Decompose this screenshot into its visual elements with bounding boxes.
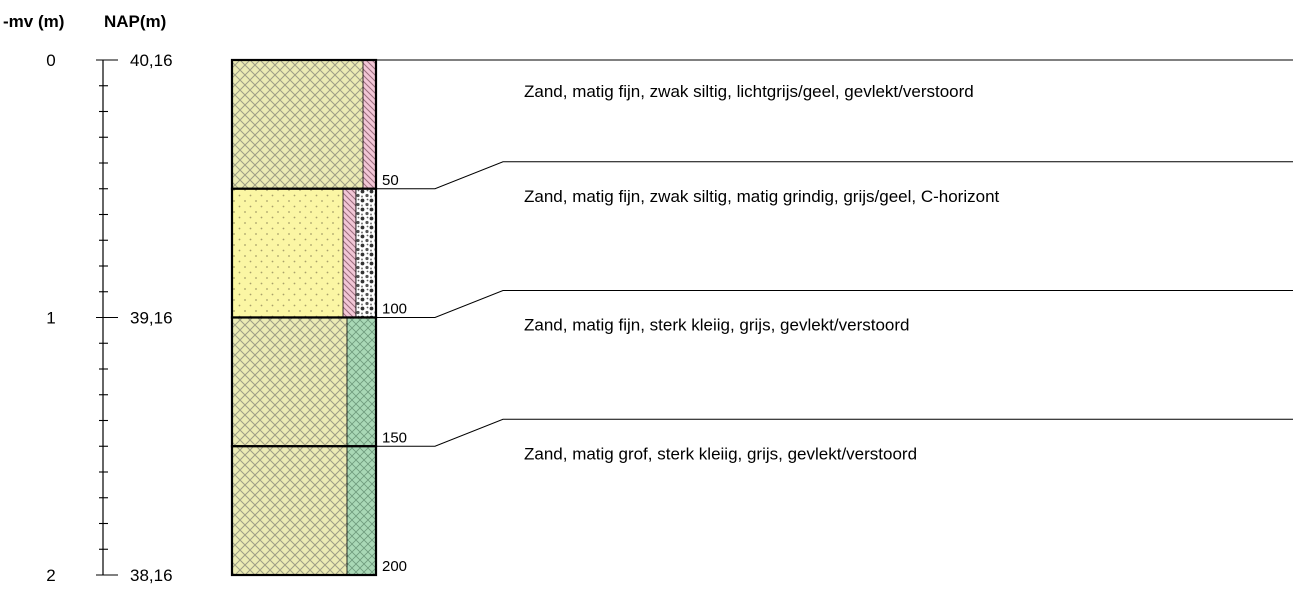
layer-bottom-depth-label: 50 (382, 172, 399, 189)
layer-border (230, 445, 378, 577)
layer-main-fill (232, 317, 347, 447)
mv-tick-label: 2 (46, 566, 55, 585)
clay-green-strip (346, 317, 377, 447)
nap-tick-label: 39,16 (130, 309, 173, 328)
layer-description: Zand, matig grof, sterk kleiig, grijs, g… (524, 444, 917, 463)
gravel-strip (355, 188, 377, 318)
description-leader-line (376, 290, 1293, 318)
humus-pink-strip (342, 188, 357, 318)
layer-description: Zand, matig fijn, zwak siltig, matig gri… (524, 187, 1000, 206)
mv-header: -mv (m) (3, 12, 64, 31)
soil-layer: 100 Zand, matig fijn, zwak siltig, matig … (230, 161, 1293, 319)
soil-layer: 50 Zand, matig fijn, zwak siltig, lichtgr… (230, 58, 1293, 190)
layer-bottom-depth-label: 150 (382, 429, 407, 446)
clay-green-strip (346, 445, 377, 576)
layer-bottom-depth-label: 200 (382, 558, 407, 575)
mv-tick-label: 0 (46, 51, 55, 70)
humus-pink-strip (362, 59, 377, 190)
description-leader-line (376, 161, 1293, 190)
nap-tick-label: 38,16 (130, 566, 173, 585)
nap-header: NAP(m) (104, 12, 166, 31)
layer-main-fill (232, 188, 343, 318)
soil-layers: 50 Zand, matig fijn, zwak siltig, lichtgr… (230, 58, 1293, 577)
soil-layer: 150 Zand, matig fijn, sterk kleiig, grijs… (230, 290, 1293, 448)
layer-description: Zand, matig fijn, zwak siltig, lichtgrij… (524, 82, 974, 101)
layer-main-fill (232, 446, 347, 575)
layer-bottom-depth-label: 100 (382, 301, 407, 318)
mv-tick-label: 1 (46, 309, 55, 328)
depth-scale: 0 40,16 1 39,16 2 38,16 (46, 51, 172, 585)
layer-description: Zand, matig fijn, sterk kleiig, grijs, g… (524, 316, 909, 335)
layer-main-fill (232, 60, 363, 189)
description-leader-line (376, 418, 1293, 447)
nap-tick-label: 40,16 (130, 51, 173, 70)
soil-layer: 200 Zand, matig grof, sterk kleiig, grijs… (230, 418, 1293, 577)
